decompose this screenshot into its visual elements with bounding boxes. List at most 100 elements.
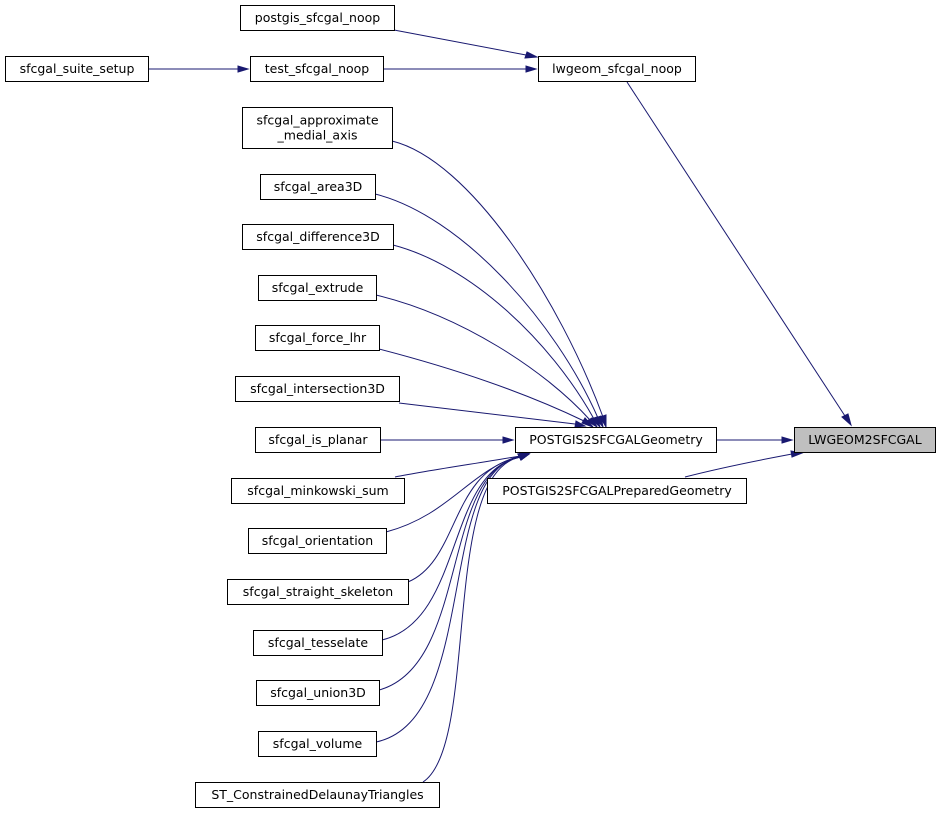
node-postgis-sfcgal-noop[interactable]: postgis_sfcgal_noop xyxy=(240,5,395,31)
edge-sfcgal_approximate_medial_axis-to-POSTGIS2SFCGALGeometry xyxy=(391,140,607,429)
node-label: sfcgal_volume xyxy=(273,736,363,751)
node-box xyxy=(487,478,747,504)
edge-line xyxy=(374,193,599,419)
node-label: sfcgal_intersection3D xyxy=(250,381,385,396)
node-box xyxy=(248,528,387,554)
node-box xyxy=(231,478,405,504)
edge-sfcgal_minkowski_sum-to-POSTGIS2SFCGALGeometry xyxy=(394,452,531,478)
edge-sfcgal_suite_setup-to-test_sfcgal_noop xyxy=(148,65,250,73)
node-label: test_sfcgal_noop xyxy=(265,61,370,76)
edge-line xyxy=(394,455,521,478)
node-box xyxy=(240,5,395,31)
node-box xyxy=(242,107,393,149)
node-sfcgal-area3d[interactable]: sfcgal_area3D xyxy=(260,174,376,200)
edge-line xyxy=(684,453,793,478)
node-sfcgal-difference3d[interactable]: sfcgal_difference3D xyxy=(242,224,394,250)
node-sfcgal-union3d[interactable]: sfcgal_union3D xyxy=(256,680,380,706)
edge-arrowhead xyxy=(586,417,599,429)
edge-sfcgal_area3D-to-POSTGIS2SFCGALGeometry xyxy=(374,193,604,429)
node-label: sfcgal_force_lhr xyxy=(269,330,367,345)
node-label: sfcgal_approximate xyxy=(256,113,378,128)
edge-arrowhead xyxy=(237,65,250,73)
nodes: postgis_sfcgal_noop sfcgal_suite_setup tes… xyxy=(5,5,936,808)
node-label: postgis_sfcgal_noop xyxy=(255,10,380,25)
edge-arrowhead xyxy=(781,436,794,444)
edge-arrowhead xyxy=(841,413,852,427)
node-label: sfcgal_extrude xyxy=(272,280,364,295)
node-box xyxy=(255,325,380,351)
node-postgis2sfcgalgeometry[interactable]: POSTGIS2SFCGALGeometry xyxy=(515,427,717,453)
edge-sfcgal_force_lhr-to-POSTGIS2SFCGALGeometry xyxy=(378,348,594,428)
node-sfcgal-is-planar[interactable]: sfcgal_is_planar xyxy=(255,427,381,453)
node-box xyxy=(235,376,400,402)
edge-POSTGIS2SFCGALGeometry-to-LWGEOM2SFCGAL xyxy=(716,436,794,444)
edge-ST_ConstrainedDelaunayTriangles-to-POSTGIS2SFCGALGeometry xyxy=(422,453,531,783)
node-box xyxy=(515,427,717,453)
edge-arrowhead xyxy=(581,417,594,428)
edge-line xyxy=(391,140,604,418)
node-sfcgal-tesselate[interactable]: sfcgal_tesselate xyxy=(253,630,383,656)
node-label: sfcgal_area3D xyxy=(274,179,363,194)
edge-arrowhead xyxy=(502,436,515,444)
edge-lwgeom_sfcgal_noop-to-LWGEOM2SFCGAL xyxy=(626,81,852,427)
edge-line xyxy=(378,456,522,691)
node-label: ST_ConstrainedDelaunayTriangles xyxy=(211,787,423,802)
node-box xyxy=(258,731,377,757)
edge-line xyxy=(375,294,591,421)
edge-postgis_sfcgal_noop-to-lwgeom_sfcgal_noop xyxy=(393,29,539,59)
node-lwgeom-sfcgal-noop[interactable]: lwgeom_sfcgal_noop xyxy=(538,56,696,82)
edge-sfcgal_extrude-to-POSTGIS2SFCGALGeometry xyxy=(375,294,599,429)
edge-test_sfcgal_noop-to-lwgeom_sfcgal_noop xyxy=(383,65,538,73)
node-box xyxy=(250,56,384,82)
node-sfcgal-minkowski-sum[interactable]: sfcgal_minkowski_sum xyxy=(231,478,405,504)
node-box xyxy=(258,275,377,301)
node-sfcgal-orientation[interactable]: sfcgal_orientation xyxy=(248,528,387,554)
node-label: sfcgal_orientation xyxy=(262,533,373,548)
edge-sfcgal_intersection3D-to-POSTGIS2SFCGALGeometry xyxy=(398,402,587,428)
node-box xyxy=(538,56,696,82)
node-label: LWGEOM2SFCGAL xyxy=(808,432,921,447)
edge-arrowhead xyxy=(524,51,539,59)
edge-line xyxy=(398,402,576,425)
node-label: sfcgal_union3D xyxy=(270,685,366,700)
node-box xyxy=(794,427,936,453)
edge-POSTGIS2SFCGALPreparedGeometry-to-LWGEOM2SFCGAL xyxy=(684,450,804,478)
node-label: POSTGIS2SFCGALPreparedGeometry xyxy=(502,483,732,498)
edge-arrowhead xyxy=(574,420,587,428)
node-box xyxy=(195,782,440,808)
edge-sfcgal_difference3D-to-POSTGIS2SFCGALGeometry xyxy=(392,244,601,429)
node-sfcgal-volume[interactable]: sfcgal_volume xyxy=(258,731,377,757)
node-label: sfcgal_minkowski_sum xyxy=(247,483,388,498)
edge-arrowhead xyxy=(517,453,531,461)
node-lwgeom2sfcgal[interactable]: LWGEOM2SFCGAL xyxy=(794,427,936,453)
node-label: sfcgal_is_planar xyxy=(268,432,368,447)
node-box xyxy=(260,174,376,200)
edge-line xyxy=(378,348,585,422)
node-sfcgal-intersection3d[interactable]: sfcgal_intersection3D xyxy=(235,376,400,402)
edge-line xyxy=(375,456,522,743)
edge-line xyxy=(392,244,595,420)
node-label: lwgeom_sfcgal_noop xyxy=(552,61,682,76)
node-sfcgal-suite-setup[interactable]: sfcgal_suite_setup xyxy=(5,56,149,82)
edge-sfcgal_is_planar-to-POSTGIS2SFCGALGeometry xyxy=(380,436,515,444)
edges xyxy=(148,29,852,783)
node-label: sfcgal_tesselate xyxy=(268,635,368,650)
node-sfcgal-approximate-medial-axis[interactable]: sfcgal_approximate_medial_axis xyxy=(242,107,393,149)
node-sfcgal-straight-skeleton[interactable]: sfcgal_straight_skeleton xyxy=(227,579,409,605)
node-sfcgal-extrude[interactable]: sfcgal_extrude xyxy=(258,275,377,301)
node-st-constraineddelaunaytriangles[interactable]: ST_ConstrainedDelaunayTriangles xyxy=(195,782,440,808)
node-sfcgal-force-lhr[interactable]: sfcgal_force_lhr xyxy=(255,325,380,351)
node-box xyxy=(255,427,381,453)
node-test-sfcgal-noop[interactable]: test_sfcgal_noop xyxy=(250,56,384,82)
node-box xyxy=(253,630,383,656)
node-label: sfcgal_straight_skeleton xyxy=(243,584,393,599)
edge-line xyxy=(381,456,522,641)
edge-line xyxy=(407,456,521,583)
edge-line xyxy=(393,29,527,56)
node-box xyxy=(256,680,380,706)
node-label: sfcgal_suite_setup xyxy=(20,61,135,76)
edge-arrowhead xyxy=(525,65,538,73)
node-postgis2sfcgalpreparedgeometry[interactable]: POSTGIS2SFCGALPreparedGeometry xyxy=(487,478,747,504)
node-box xyxy=(5,56,149,82)
